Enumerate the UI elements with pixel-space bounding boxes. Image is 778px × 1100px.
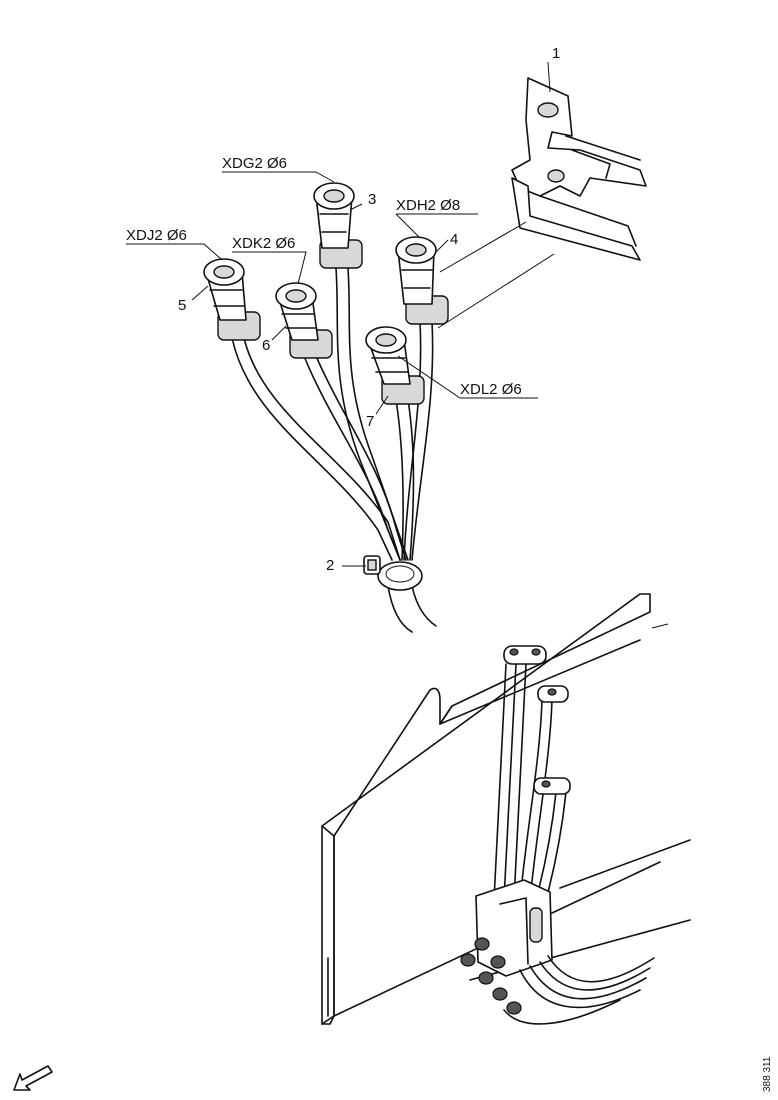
label-xdh2: XDH2 Ø8	[396, 197, 460, 214]
mounting-bracket	[511, 77, 647, 261]
label-leaders	[126, 61, 551, 567]
label-xdk2: XDK2 Ø6	[232, 235, 295, 252]
callout-7: 7	[366, 413, 374, 430]
label-xdg2: XDG2 Ø6	[222, 155, 287, 172]
connector-xdk2	[275, 282, 333, 359]
callout-1: 1	[552, 45, 560, 62]
connector-xdh2	[395, 236, 449, 325]
connector-xdj2	[203, 258, 261, 341]
connector-xdl2	[365, 326, 425, 405]
callout-3: 3	[368, 191, 376, 208]
hose-clamp	[363, 555, 423, 591]
connector-xdg2	[313, 182, 363, 269]
label-xdl2: XDL2 Ø6	[460, 381, 522, 398]
label-xdj2: XDJ2 Ø6	[126, 227, 187, 244]
leader-bracket-4	[439, 221, 527, 273]
installed-hoses	[460, 645, 655, 1025]
reference-number: 388 311	[762, 1056, 773, 1092]
callout-6: 6	[262, 337, 270, 354]
callout-4: 4	[450, 231, 458, 248]
hose-bundle-top	[231, 267, 437, 633]
leader-bracket-7	[437, 253, 555, 329]
direction-arrow-icon	[13, 1065, 53, 1091]
callout-2: 2	[326, 557, 334, 574]
callout-5: 5	[178, 297, 186, 314]
